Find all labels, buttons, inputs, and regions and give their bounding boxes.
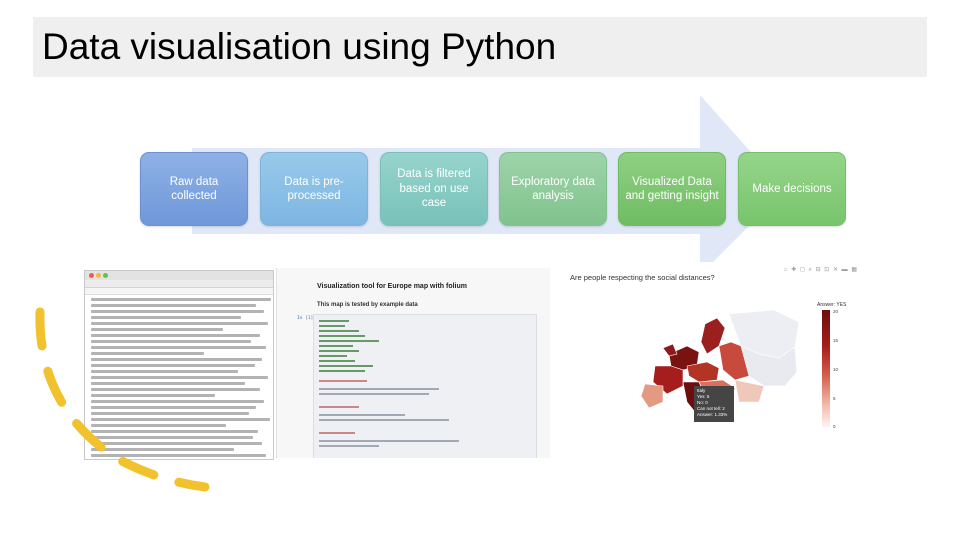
text-line	[91, 304, 257, 307]
maximize-dot-icon	[103, 273, 108, 278]
code-cell	[313, 314, 537, 458]
text-line	[91, 436, 253, 439]
text-line	[91, 442, 263, 445]
stage-exploratory-analysis: Exploratory data analysis	[499, 152, 607, 226]
tooltip-line: No: 0	[697, 400, 708, 405]
code-line	[319, 419, 449, 421]
code-line	[319, 445, 379, 447]
stage-label: Visualized Data and getting insight	[625, 175, 719, 202]
code-line	[319, 406, 359, 408]
map-tooltip: Italy Yes: 5 No: 0 Can not tell: 2 Answe…	[694, 386, 734, 422]
tooltip-line: Answer: 1.33%	[697, 412, 728, 417]
code-line	[319, 380, 367, 382]
text-line	[91, 424, 227, 427]
stage-preprocessed: Data is pre-processed	[260, 152, 368, 226]
stage-label: Exploratory data analysis	[511, 175, 595, 202]
window-tabbar	[85, 288, 273, 295]
text-line	[91, 340, 251, 343]
text-line	[91, 346, 266, 349]
stage-make-decisions: Make decisions	[738, 152, 846, 226]
text-line	[91, 364, 255, 367]
stage-label: Data is pre-processed	[284, 175, 344, 202]
code-line	[319, 440, 459, 442]
text-line	[91, 298, 272, 301]
code-line	[319, 340, 379, 342]
map-screenshot: Are people respecting the social distanc…	[559, 262, 864, 462]
tooltip-line: Yes: 5	[697, 394, 710, 399]
code-line	[319, 335, 365, 337]
code-line	[319, 432, 355, 434]
code-line	[319, 325, 345, 327]
code-line	[319, 355, 347, 357]
notebook-title: Visualization tool for Europe map with f…	[317, 283, 467, 290]
text-line	[91, 310, 264, 313]
title-bar: Data visualisation using Python	[33, 17, 927, 77]
text-line	[91, 316, 242, 319]
text-line	[91, 412, 249, 415]
code-line	[319, 330, 359, 332]
raw-data-screenshot	[84, 270, 274, 460]
code-line	[319, 370, 365, 372]
text-line	[91, 334, 261, 337]
code-line	[319, 414, 405, 416]
stage-visualized-data: Visualized Data and getting insight	[618, 152, 726, 226]
code-line	[319, 320, 349, 322]
stage-label: Raw data collected	[169, 175, 219, 202]
slide-title: Data visualisation using Python	[42, 26, 557, 67]
map-question: Are people respecting the social distanc…	[570, 273, 715, 282]
raw-text-lines	[85, 298, 273, 457]
cell-prompt: In [1]:	[297, 316, 316, 321]
europe-map	[640, 309, 799, 423]
text-line	[91, 352, 204, 355]
text-line	[91, 430, 259, 433]
code-line	[319, 345, 353, 347]
code-line	[319, 365, 373, 367]
text-line	[91, 406, 257, 409]
stage-raw-data: Raw data collected	[140, 152, 248, 226]
colorbar-tick: 0	[833, 424, 836, 429]
text-line	[91, 382, 246, 385]
code-line	[319, 360, 355, 362]
window-titlebar	[85, 271, 273, 280]
colorbar-tick: 10	[833, 367, 839, 372]
text-line	[91, 388, 261, 391]
minimize-dot-icon	[96, 273, 101, 278]
text-line	[91, 454, 266, 457]
text-line	[91, 376, 268, 379]
stage-label: Data is filtered based on use case	[397, 168, 471, 210]
colorbar-tick: 20	[833, 309, 839, 314]
tooltip-line: Italy	[697, 388, 706, 393]
text-line	[91, 328, 223, 331]
legend-title: Answer: YES	[817, 302, 847, 308]
notebook-subtitle: This map is tested by example data	[317, 302, 418, 308]
text-line	[91, 400, 264, 403]
colorbar	[822, 310, 830, 427]
colorbar-tick: 5	[833, 396, 836, 401]
colorbar-tick: 15	[833, 338, 839, 343]
notebook-screenshot: Visualization tool for Europe map with f…	[276, 268, 550, 458]
code-line	[319, 350, 359, 352]
close-dot-icon	[89, 273, 94, 278]
text-line	[91, 370, 238, 373]
map-toolbar-icons: ⌂ ✚ ◻ ⌕ ⊟ ⊡ ✕ ▬ ▦	[783, 267, 858, 273]
text-line	[91, 418, 270, 421]
code-line	[319, 393, 429, 395]
text-line	[91, 322, 268, 325]
code-line	[319, 388, 439, 390]
window-toolbar	[85, 280, 273, 288]
text-line	[91, 358, 263, 361]
text-line	[91, 394, 216, 397]
tooltip-line: Can not tell: 2	[697, 406, 725, 411]
stage-label: Make decisions	[752, 182, 832, 195]
text-line	[91, 448, 234, 451]
stage-filtered: Data is filtered based on use case	[380, 152, 488, 226]
